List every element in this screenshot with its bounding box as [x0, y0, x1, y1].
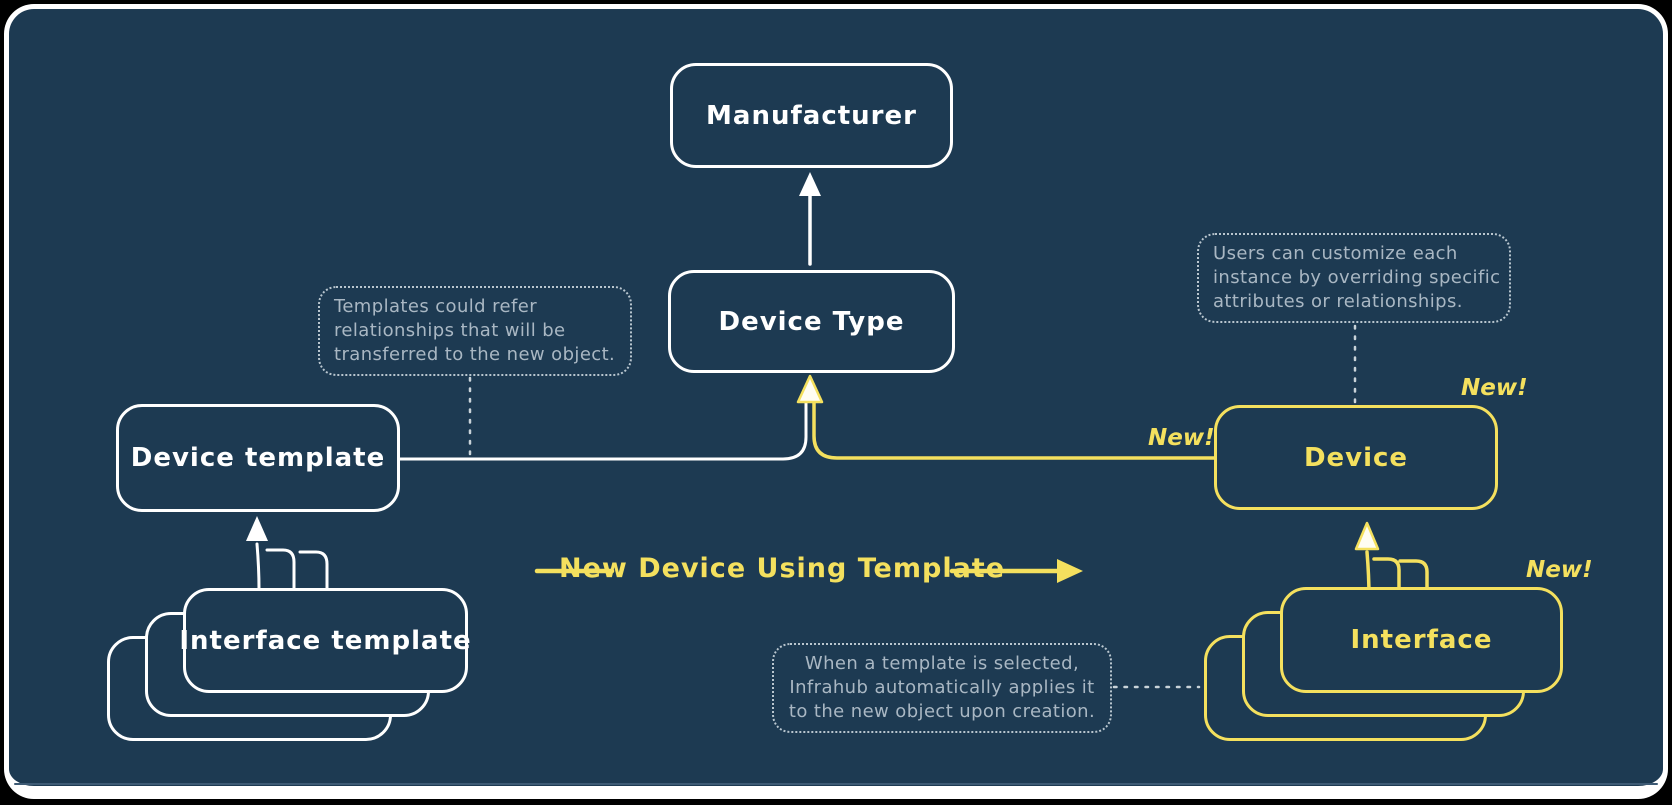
- node-device-type: Device Type: [668, 270, 955, 373]
- annotation-line: transferred to the new object.: [334, 344, 616, 365]
- arrow-device-type-to-manufacturer-icon: [799, 172, 821, 266]
- connector-device-template-to-device-type: [398, 396, 808, 461]
- annotation-line: to the new object upon creation.: [788, 701, 1096, 722]
- node-device: Device: [1214, 405, 1498, 510]
- annotation-creation-note: When a template is selected, Infrahub au…: [772, 643, 1112, 733]
- node-manufacturer: Manufacturer: [670, 63, 953, 168]
- annotation-line: When a template is selected,: [804, 653, 1080, 674]
- arrowhead-into-device-type-icon: [796, 374, 824, 404]
- node-device-template: Device template: [116, 404, 400, 512]
- node-interface-template: Interface template: [179, 588, 471, 693]
- annotation-line: Templates could refer: [334, 296, 537, 317]
- node-device-template-label: Device template: [130, 443, 386, 473]
- badge-new-device: New!: [1461, 375, 1528, 401]
- node-interface: Interface: [1280, 587, 1563, 693]
- flow-arrow-icon: [534, 559, 1083, 583]
- node-interface-template-label: Interface template: [179, 625, 472, 656]
- badge-new-line: New!: [1148, 425, 1215, 451]
- node-device-label: Device: [1303, 442, 1409, 473]
- annotation-templates-note: Templates could refer relationships that…: [318, 286, 632, 376]
- annotation-line: Users can customize each: [1213, 243, 1458, 264]
- arrow-interface-template-to-device-template-icon: [246, 516, 329, 591]
- flow-label: New Device Using Template: [558, 553, 1006, 584]
- badge-new-interface: New!: [1526, 557, 1593, 583]
- annotation-line: Infrahub automatically applies it: [789, 677, 1095, 698]
- node-interface-label: Interface: [1350, 625, 1493, 655]
- annotation-users-note: Users can customize each instance by ove…: [1197, 233, 1511, 323]
- annotation-line: attributes or relationships.: [1213, 291, 1463, 312]
- annotation-line: instance by overriding specific: [1213, 267, 1501, 288]
- connector-device-to-device-type: [812, 396, 1216, 460]
- node-manufacturer-label: Manufacturer: [706, 100, 917, 131]
- canvas-bottom-divider: [14, 783, 1658, 785]
- annotation-line: relationships that will be: [334, 320, 566, 341]
- arrow-interface-to-device-icon: [1354, 521, 1429, 599]
- node-device-type-label: Device Type: [718, 306, 905, 337]
